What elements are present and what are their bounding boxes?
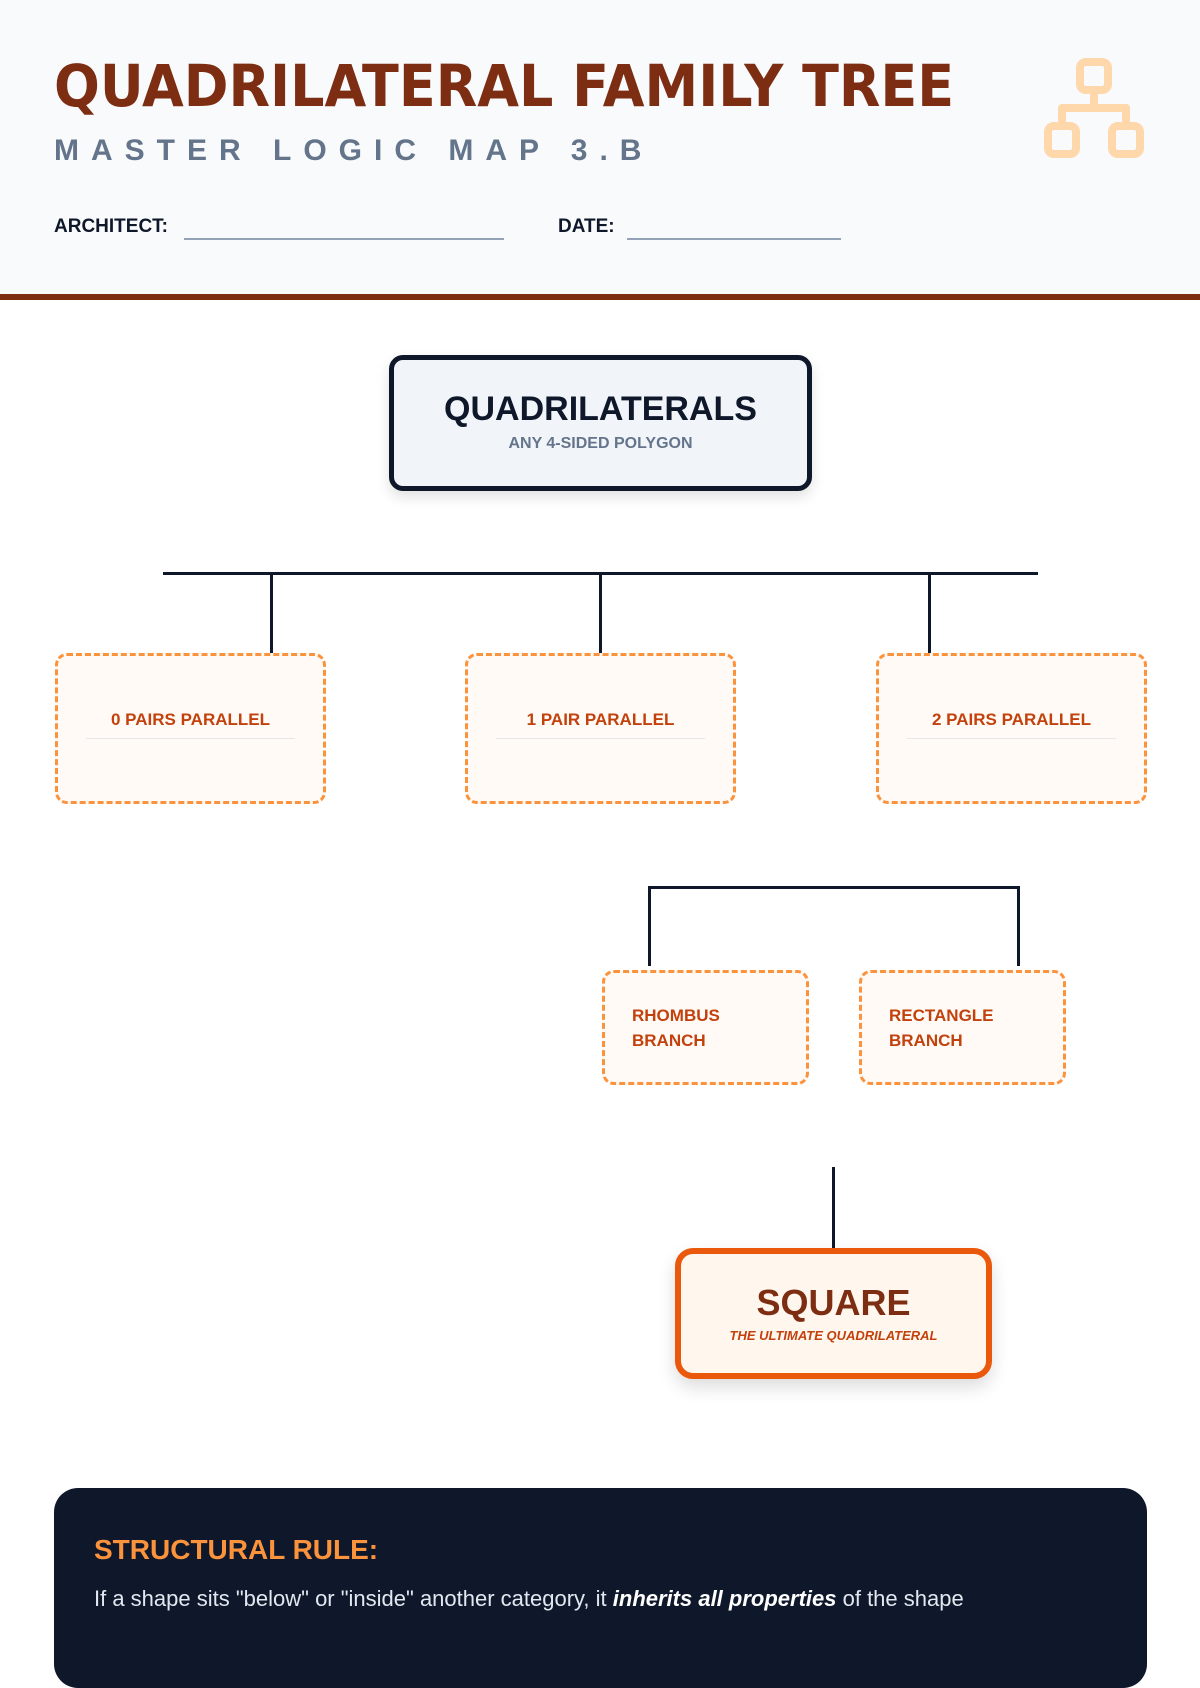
architect-field[interactable] xyxy=(184,238,504,240)
branch-label-line: RECTANGLE xyxy=(889,1006,994,1025)
category-0-pairs-parallel: 0 PAIRS PARALLEL xyxy=(55,653,326,804)
branch-label-line: RHOMBUS xyxy=(632,1006,720,1025)
connector-vertical xyxy=(270,573,273,653)
connector-vertical xyxy=(928,573,931,653)
rule-emphasis: inherits all properties xyxy=(612,1586,837,1611)
root-subtitle: ANY 4-SIDED POLYGON xyxy=(508,435,693,452)
rule-text: If a shape sits "below" or "inside" anot… xyxy=(94,1586,1107,1612)
connector-vertical xyxy=(648,886,651,966)
branch-label-line: BRANCH xyxy=(632,1031,706,1050)
category-1-pair-parallel: 1 PAIR PARALLEL xyxy=(465,653,736,804)
connector-vertical xyxy=(599,573,602,653)
root-node-quadrilaterals: QUADRILATERALS ANY 4-SIDED POLYGON xyxy=(389,355,812,491)
category-2-pairs-parallel: 2 PAIRS PARALLEL xyxy=(876,653,1147,804)
page-subtitle: MASTER LOGIC MAP 3.B xyxy=(54,134,654,167)
rule-text-part: of the shape xyxy=(836,1586,964,1611)
root-title: QUADRILATERALS xyxy=(444,390,757,428)
branch-label: RHOMBUS BRANCH xyxy=(632,1003,752,1053)
rule-heading: STRUCTURAL RULE: xyxy=(94,1534,379,1565)
architect-label: ARCHITECT: xyxy=(54,216,168,237)
branch-label-line: BRANCH xyxy=(889,1031,963,1050)
date-field[interactable] xyxy=(627,238,841,240)
rule-text-part: If a shape sits "below" or "inside" anot… xyxy=(94,1586,613,1611)
rhombus-branch: RHOMBUS BRANCH xyxy=(602,970,809,1085)
rectangle-branch: RECTANGLE BRANCH xyxy=(859,970,1066,1085)
date-label: DATE: xyxy=(558,216,615,237)
structural-rule-panel: STRUCTURAL RULE: If a shape sits "below"… xyxy=(54,1488,1147,1688)
square-title: SQUARE xyxy=(756,1282,911,1323)
header: QUADRILATERAL FAMILY TREE MASTER LOGIC M… xyxy=(0,0,1200,300)
category-label: 2 PAIRS PARALLEL xyxy=(907,710,1116,739)
connector-vertical xyxy=(1017,886,1020,966)
sitemap-icon xyxy=(1044,58,1144,158)
category-label: 0 PAIRS PARALLEL xyxy=(86,710,295,739)
page-title: QUADRILATERAL FAMILY TREE xyxy=(54,52,955,120)
connector-vertical xyxy=(832,1167,835,1249)
connector-horizontal xyxy=(648,886,1020,889)
category-label: 1 PAIR PARALLEL xyxy=(496,710,705,739)
square-subtitle: THE ULTIMATE QUADRILATERAL xyxy=(729,1328,938,1343)
square-node: SQUARE THE ULTIMATE QUADRILATERAL xyxy=(675,1248,992,1379)
branch-label: RECTANGLE BRANCH xyxy=(889,1003,1009,1053)
